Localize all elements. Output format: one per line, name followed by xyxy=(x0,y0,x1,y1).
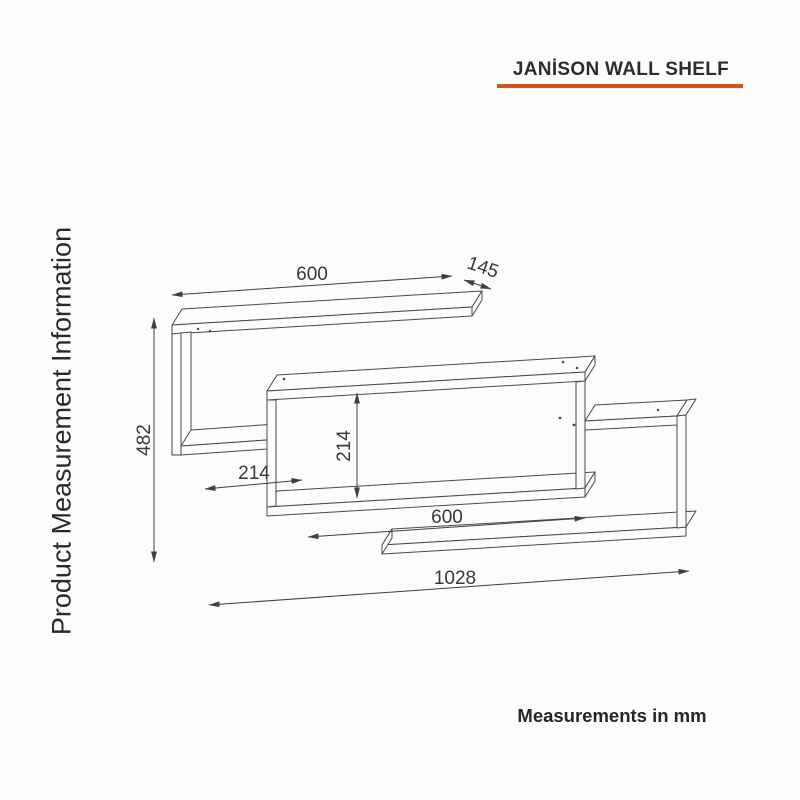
dimension-left-shelf-length: 214 xyxy=(204,463,303,491)
measurement-unit-note: Measurements in mm xyxy=(517,705,707,726)
bottom-shelf-board xyxy=(381,510,697,555)
cam-fitting-dots xyxy=(196,327,660,427)
dimension-middle-shelf-width: 600 xyxy=(307,507,586,540)
left-middle-shelf xyxy=(180,423,277,456)
dimension-overall-width: 1028 xyxy=(208,568,690,608)
right-side-panel xyxy=(676,398,697,529)
title-underline-accent xyxy=(497,84,743,88)
dimension-shelf-depth: 145 xyxy=(463,253,501,290)
dimension-middle-opening-height: 214 xyxy=(334,392,360,499)
middle-box-right-panel xyxy=(575,380,586,490)
dimension-overall-width-label: 1028 xyxy=(434,568,476,589)
dimension-top-shelf-width: 600 xyxy=(171,264,453,298)
top-shelf-board xyxy=(171,290,483,335)
dimension-middle-opening-height-label: 214 xyxy=(334,430,355,462)
right-middle-shelf xyxy=(584,399,688,431)
middle-box-top-board xyxy=(266,355,596,401)
dimension-middle-shelf-width-label: 600 xyxy=(431,507,463,528)
dimension-overall-height: 482 xyxy=(134,317,157,563)
dimension-top-shelf-width-label: 600 xyxy=(296,264,328,285)
dimension-overall-height-label: 482 xyxy=(134,424,155,456)
dimension-left-shelf-length-label: 214 xyxy=(238,463,270,484)
dimension-shelf-depth-label: 145 xyxy=(464,253,501,283)
middle-box-left-panel xyxy=(266,399,277,508)
page-title: JANİSON WALL SHELF xyxy=(512,59,730,80)
middle-box-bottom-board xyxy=(266,471,596,517)
